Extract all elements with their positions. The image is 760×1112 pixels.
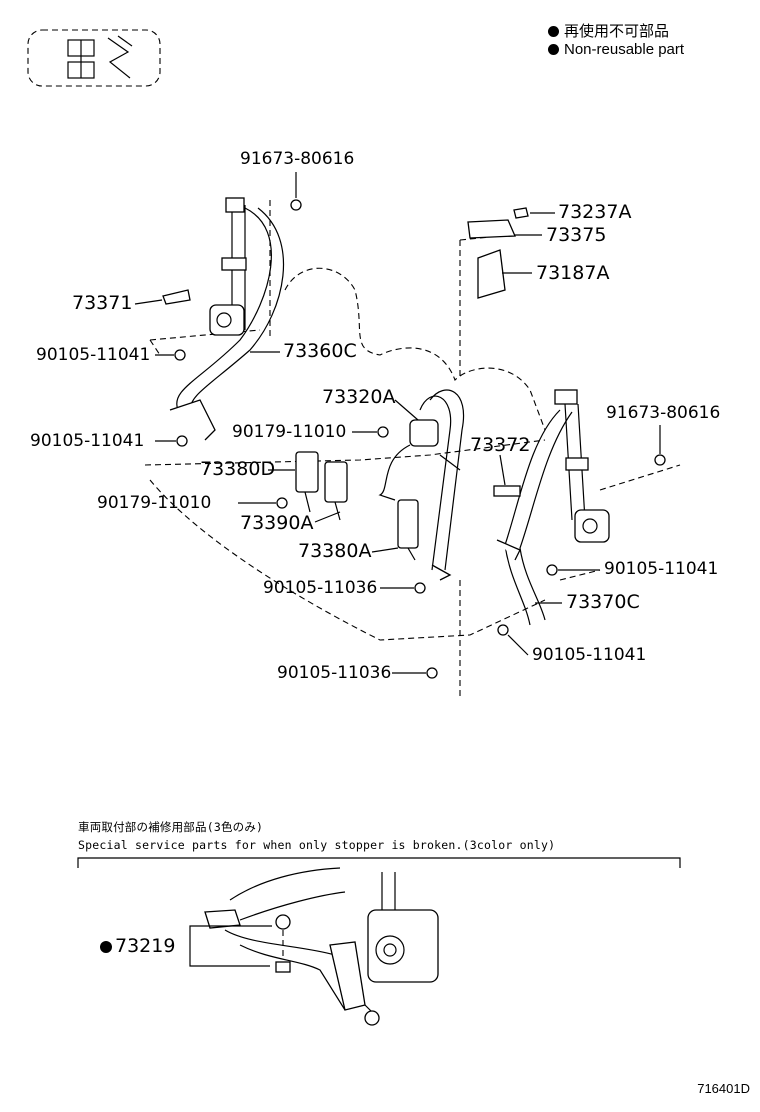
part-label-73372: 73372 bbox=[470, 434, 531, 456]
part-label-73380a: 73380A bbox=[298, 540, 372, 562]
legend-row-en: Non-reusable part bbox=[548, 41, 684, 58]
left-belt-assembly bbox=[169, 197, 285, 441]
service-section-bracket bbox=[77, 857, 681, 868]
part-label-90105-11041-e: 90105-11041 bbox=[604, 559, 719, 579]
part-label-90105-11041-b: 90105-11041 bbox=[30, 431, 145, 451]
figure-code: 716401D bbox=[697, 1081, 750, 1096]
center-buckles bbox=[295, 451, 419, 561]
vehicle-icon bbox=[27, 29, 161, 87]
legend-row-jp: 再使用不可部品 bbox=[548, 20, 669, 41]
part-label-90179-11010-a: 90179-11010 bbox=[232, 422, 347, 442]
part-label-90179-11010-b: 90179-11010 bbox=[97, 493, 212, 513]
part-label-73237a: 73237A bbox=[558, 201, 632, 223]
right-top-parts bbox=[162, 207, 529, 497]
service-note-en: Special service parts for when only stop… bbox=[78, 838, 556, 852]
part-label-73360c: 73360C bbox=[283, 340, 357, 362]
part-label-90105-11041-f: 90105-11041 bbox=[532, 645, 647, 665]
non-reusable-dot-icon bbox=[548, 44, 559, 55]
part-label-73187a: 73187A bbox=[536, 262, 610, 284]
part-label-73219: 73219 bbox=[100, 935, 176, 957]
part-label-73380d: 73380D bbox=[200, 458, 276, 480]
bolts bbox=[174, 199, 666, 679]
part-label-73320a: 73320A bbox=[322, 386, 396, 408]
legend-label-en: Non-reusable part bbox=[564, 41, 685, 58]
leader-lines bbox=[134, 172, 661, 674]
part-label-73375: 73375 bbox=[546, 224, 607, 246]
right-belt-assembly bbox=[496, 389, 610, 626]
legend-label-jp: 再使用不可部品 bbox=[564, 23, 670, 40]
center-belt-assembly bbox=[378, 389, 465, 581]
part-number-73219: 73219 bbox=[115, 935, 176, 957]
part-label-90105-11036-d: 90105-11036 bbox=[277, 663, 392, 683]
part-label-73370c: 73370C bbox=[566, 591, 640, 613]
part-label-73371: 73371 bbox=[72, 292, 133, 314]
non-reusable-dot-icon bbox=[100, 941, 112, 953]
non-reusable-dot-icon bbox=[548, 26, 559, 37]
service-note-jp: 車両取付部の補修用部品(3色のみ) bbox=[78, 820, 264, 834]
part-label-90105-11036-c: 90105-11036 bbox=[263, 578, 378, 598]
part-label-91673-80616-right: 91673-80616 bbox=[606, 403, 721, 423]
part-label-90105-11041-a: 90105-11041 bbox=[36, 345, 151, 365]
part-label-73390a: 73390A bbox=[240, 512, 314, 534]
part-label-91673-80616-top: 91673-80616 bbox=[240, 149, 355, 169]
service-parts-sketch bbox=[189, 867, 439, 1026]
